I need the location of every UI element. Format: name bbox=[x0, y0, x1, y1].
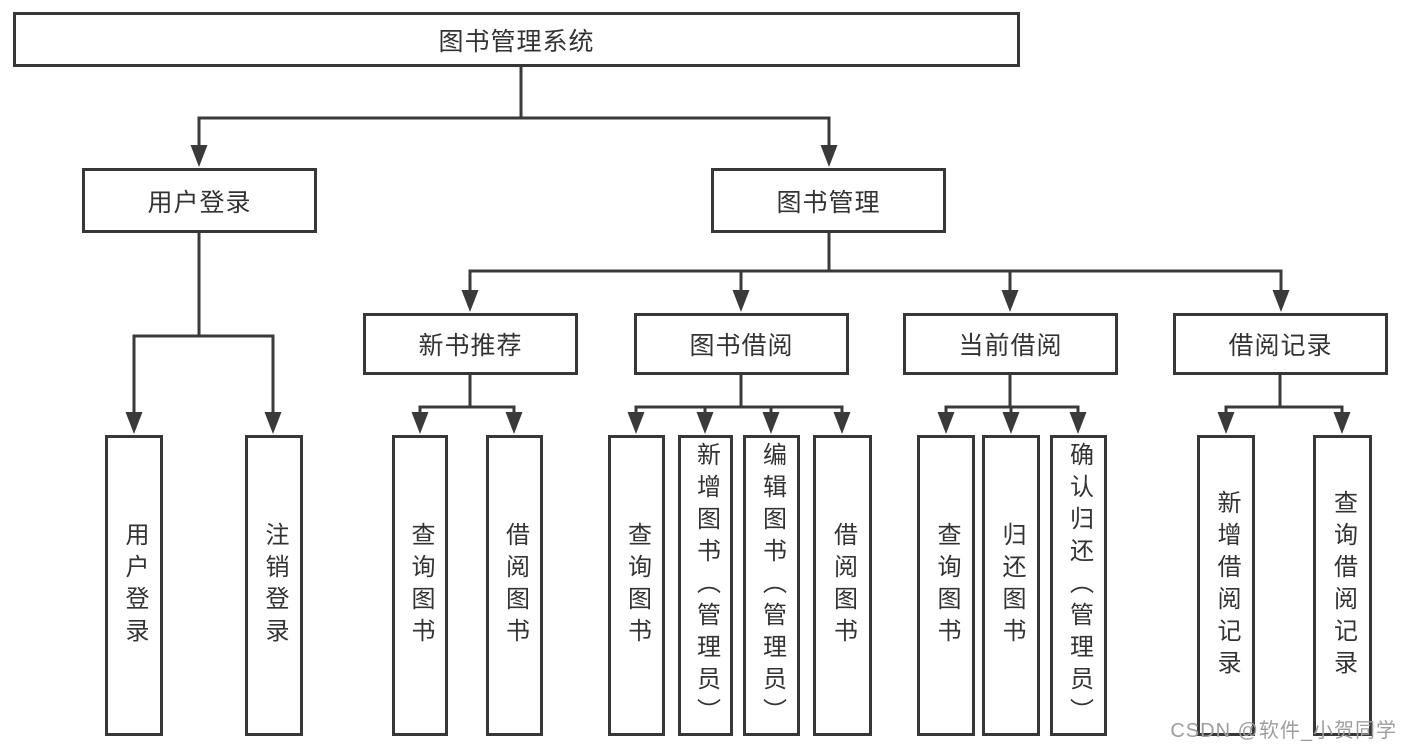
node-user-login: 用户登录 bbox=[82, 168, 317, 233]
leaf-label: 借阅图书 bbox=[501, 521, 529, 650]
node-leaf-return-book: 归还图书 bbox=[982, 435, 1040, 736]
node-leaf-query-book-3: 查询图书 bbox=[917, 435, 975, 736]
node-leaf-query-book-2: 查询图书 bbox=[608, 435, 665, 736]
node-leaf-edit-book-admin: 编辑图书（管理员） bbox=[743, 435, 800, 736]
node-root: 图书管理系统 bbox=[13, 12, 1020, 67]
node-leaf-confirm-return-admin: 确认归还（管理员） bbox=[1050, 435, 1107, 736]
node-book-borrow: 图书借阅 bbox=[634, 313, 849, 375]
leaf-label: 用户登录 bbox=[121, 521, 148, 650]
leaf-label: 注销登录 bbox=[261, 521, 288, 650]
node-leaf-logout: 注销登录 bbox=[245, 435, 303, 736]
leaf-label: 查询图书 bbox=[407, 521, 434, 650]
leaf-label: 查询借阅记录 bbox=[1329, 489, 1357, 682]
node-leaf-borrow-book-2: 借阅图书 bbox=[813, 435, 872, 736]
node-borrow-records: 借阅记录 bbox=[1173, 313, 1388, 375]
leaf-label: 归还图书 bbox=[998, 521, 1025, 650]
leaf-label: 新增借阅记录 bbox=[1213, 489, 1240, 682]
leaf-label: 查询图书 bbox=[933, 521, 960, 650]
node-leaf-add-borrow-record: 新增借阅记录 bbox=[1197, 435, 1255, 736]
leaf-label: 新增图书（管理员） bbox=[692, 441, 720, 730]
node-leaf-user-login: 用户登录 bbox=[105, 435, 163, 736]
node-leaf-borrow-book-1: 借阅图书 bbox=[486, 435, 543, 736]
leaf-label: 编辑图书（管理员） bbox=[758, 441, 786, 730]
node-new-book-recommend: 新书推荐 bbox=[363, 313, 578, 375]
node-leaf-add-book-admin: 新增图书（管理员） bbox=[678, 435, 733, 736]
node-book-management: 图书管理 bbox=[711, 168, 946, 233]
leaf-label: 确认归还（管理员） bbox=[1065, 441, 1093, 730]
node-leaf-query-book-1: 查询图书 bbox=[392, 435, 448, 736]
watermark: CSDN @软件_小贺同学 bbox=[1170, 720, 1397, 742]
node-current-borrow: 当前借阅 bbox=[903, 313, 1118, 375]
leaf-label: 借阅图书 bbox=[829, 521, 857, 650]
node-leaf-query-borrow-record: 查询借阅记录 bbox=[1313, 435, 1372, 736]
leaf-label: 查询图书 bbox=[623, 521, 651, 650]
